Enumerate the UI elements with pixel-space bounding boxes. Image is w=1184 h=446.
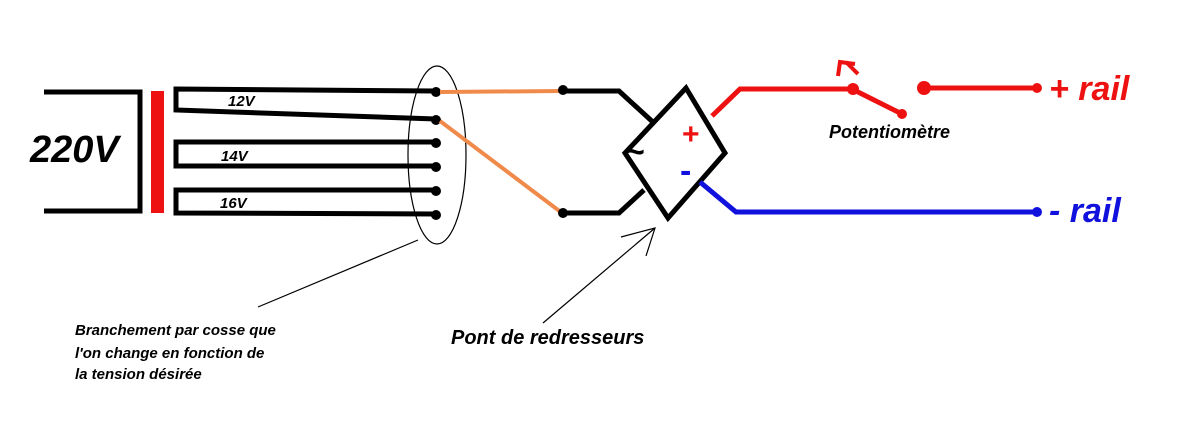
- bridge-caption-pointer: [542, 227, 656, 324]
- bridge-input-terminals: [558, 85, 568, 218]
- potentiometer-label: Potentiomètre: [829, 122, 950, 142]
- primary-winding: [44, 89, 143, 214]
- negative-output-wire: [698, 180, 1037, 215]
- ac-symbol: ~: [625, 133, 645, 171]
- positive-output-wire: [710, 85, 1039, 118]
- connector-note-line2: l'on change en fonction de: [75, 345, 264, 362]
- tap-12v-label: 12V: [228, 93, 257, 110]
- bridge-plus-sign: +: [682, 118, 700, 151]
- minus-rail-label: - rail: [1049, 192, 1122, 230]
- potentiometer-terminals: [847, 81, 1042, 119]
- secondary-windings: [173, 86, 437, 217]
- tap-terminals: [431, 87, 441, 220]
- bridge-caption: Pont de redresseurs: [451, 327, 644, 349]
- tap-16v-label: 16V: [220, 195, 249, 212]
- bridge-minus-sign: -: [680, 152, 691, 190]
- connector-note-line1: Branchement par cosse que: [75, 322, 276, 339]
- rectifier-bridge: [621, 83, 729, 223]
- selector-wires: [438, 89, 564, 215]
- connector-note-pointer: [257, 239, 419, 308]
- connector-note-line3: la tension désirée: [75, 366, 202, 383]
- transformer-core: [151, 91, 164, 213]
- tap-14v-label: 14V: [221, 148, 250, 165]
- bridge-input-wires: [562, 88, 657, 216]
- plus-rail-label: + rail: [1049, 70, 1131, 108]
- negative-rail-terminal: [1032, 207, 1042, 217]
- potentiometer-arrow: [836, 59, 860, 77]
- connector-oval: [407, 65, 467, 245]
- mains-voltage-label: 220V: [29, 129, 121, 171]
